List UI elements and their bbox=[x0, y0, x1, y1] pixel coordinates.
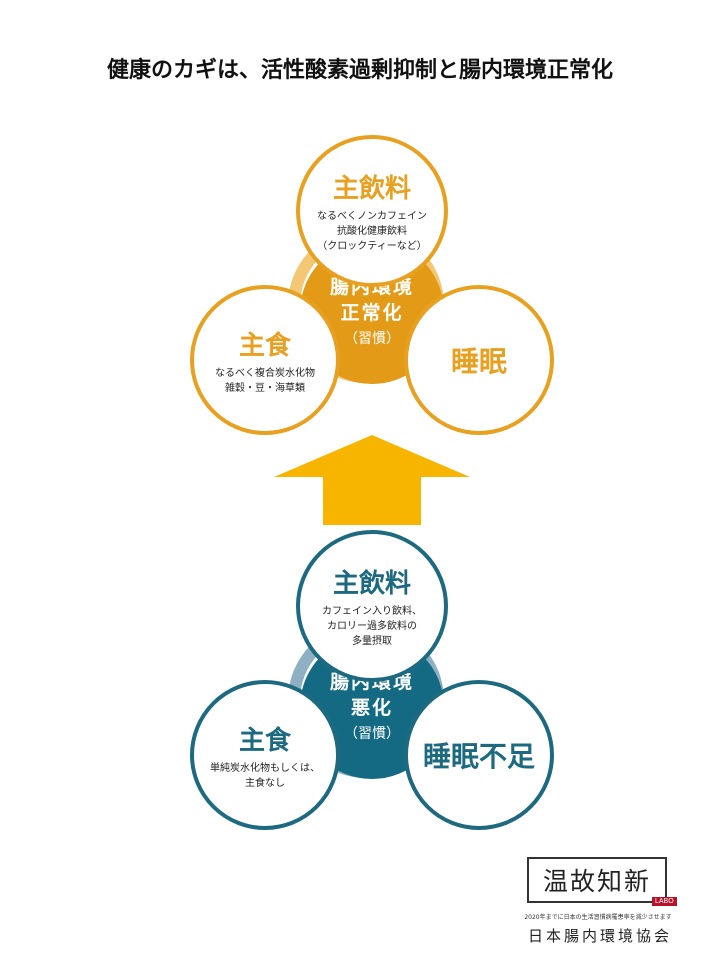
food-line: 単純炭水化物もしくは、 bbox=[210, 762, 320, 774]
drink-line: カフェイン入り飲料、 bbox=[322, 606, 422, 617]
page-title: 健康のカギは、活性酸素過剰抑制と腸内環境正常化 bbox=[106, 57, 613, 83]
food-heading: 主食 bbox=[238, 330, 291, 361]
drink-line: 抗酸化健康飲料 bbox=[337, 226, 407, 237]
logo-text: 温故知新 bbox=[542, 867, 651, 896]
food-line: 雑穀・豆・海草類 bbox=[225, 382, 305, 394]
food-line: なるべく複合炭水化物 bbox=[215, 367, 315, 379]
unhealthy-cycle-diagram: 腸内環境 悪化 （習慣） 主飲料 カフェイン入り飲料、 カロリー過多飲料の 多量… bbox=[0, 530, 720, 870]
healthy-food-circle: 主食 なるべく複合炭水化物 雑穀・豆・海草類 bbox=[190, 285, 340, 435]
up-arrow-icon bbox=[274, 435, 470, 525]
logo: 温故知新 bbox=[527, 857, 667, 903]
drink-line: （クロックティーなど） bbox=[317, 241, 427, 252]
center-line-2: 正常化 bbox=[340, 302, 404, 324]
center-line-3: （習慣） bbox=[344, 331, 400, 347]
healthy-drink-circle: 主飲料 なるべくノンカフェイン 抗酸化健康飲料 （クロックティーなど） bbox=[296, 135, 448, 287]
unhealthy-drink-circle: 主飲料 カフェイン入り飲料、 カロリー過多飲料の 多量摂取 bbox=[296, 530, 448, 682]
sleep-heading: 睡眠 bbox=[450, 345, 507, 378]
unhealthy-food-circle: 主食 単純炭水化物もしくは、 主食なし bbox=[190, 680, 340, 830]
food-heading: 主食 bbox=[238, 725, 291, 756]
drink-line: なるべくノンカフェイン bbox=[317, 211, 427, 222]
center-line-3: （習慣） bbox=[344, 726, 400, 742]
center-line-2: 悪化 bbox=[350, 697, 393, 719]
sleep-heading: 睡眠不足 bbox=[422, 740, 535, 773]
food-line: 主食なし bbox=[245, 777, 285, 789]
drink-heading: 主飲料 bbox=[332, 569, 411, 599]
drink-line: 多量摂取 bbox=[352, 636, 392, 647]
logo-tagline: 2020年までに日本の生活習慣病罹患率を減少させます bbox=[524, 914, 672, 921]
logo-badge: LABO bbox=[652, 897, 677, 906]
drink-heading: 主飲料 bbox=[332, 174, 411, 204]
healthy-cycle-diagram: 腸内環境 正常化 （習慣） 主飲料 なるべくノンカフェイン 抗酸化健康飲料 （ク… bbox=[0, 135, 720, 475]
organization-name: 日本腸内環境協会 bbox=[527, 927, 672, 945]
healthy-sleep-circle: 睡眠 bbox=[404, 285, 554, 435]
unhealthy-sleep-circle: 睡眠不足 bbox=[404, 680, 554, 830]
drink-line: カロリー過多飲料の bbox=[327, 621, 417, 632]
up-arrow-shape bbox=[274, 435, 470, 525]
